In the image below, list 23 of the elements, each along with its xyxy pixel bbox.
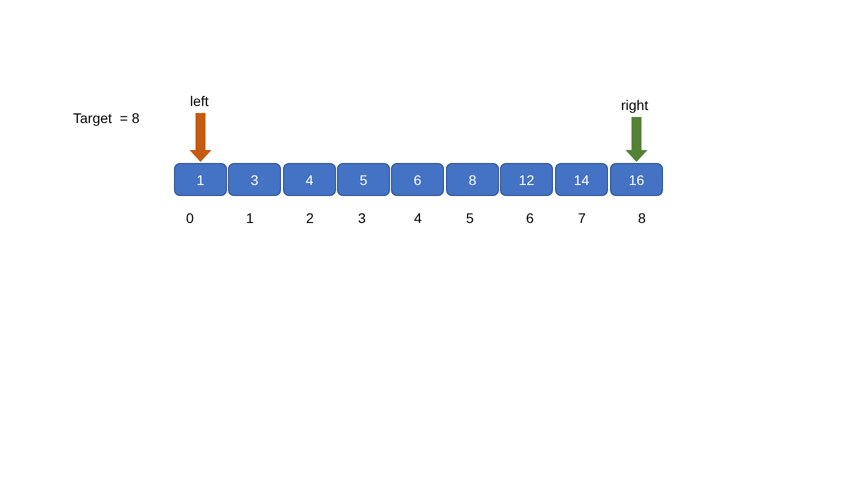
pointer-label: left: [190, 93, 209, 109]
pointer-label: right: [621, 97, 648, 113]
array-cell: 12: [500, 163, 553, 196]
array-cell: 4: [283, 163, 336, 196]
target-value: Target = 8: [73, 110, 140, 126]
array-cell: 1: [174, 163, 227, 196]
array-cell: 5: [337, 163, 390, 196]
array-cell: 8: [446, 163, 499, 196]
array-cell: 3: [228, 163, 281, 196]
array-cell: 14: [555, 163, 608, 196]
index-number: 6: [526, 210, 534, 226]
index-number: 7: [578, 210, 586, 226]
array-cell: 16: [610, 163, 663, 196]
index-number: 1: [246, 210, 254, 226]
index-number: 3: [358, 210, 366, 226]
index-number: 0: [186, 210, 194, 226]
pointer-arrow: [626, 117, 648, 162]
pointer-arrow: [190, 113, 212, 162]
index-number: 4: [414, 210, 422, 226]
array-cell: 6: [391, 163, 444, 196]
index-number: 8: [638, 210, 646, 226]
index-number: 5: [466, 210, 474, 226]
index-number: 2: [306, 210, 314, 226]
